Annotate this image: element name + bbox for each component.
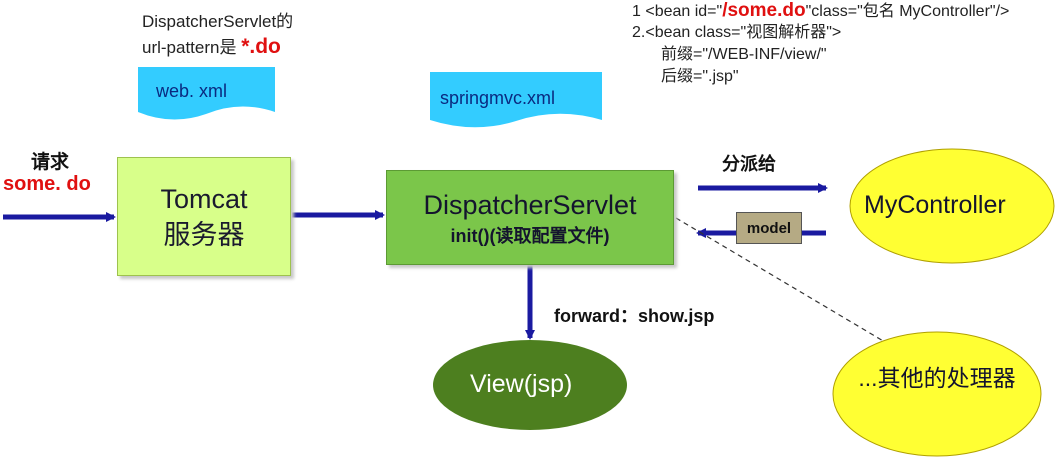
other-handler-label: ...其他的处理器: [858, 365, 1016, 391]
web-xml-note-line2: url-pattern是 *.do: [142, 35, 281, 58]
other-handler-ellipse: [832, 331, 1042, 457]
tomcat-subtitle: 服务器: [163, 219, 245, 250]
mycontroller-label: MyController: [864, 191, 1006, 219]
mycontroller-ellipse: [849, 148, 1055, 264]
model-label: model: [746, 219, 792, 237]
web-xml-note-line2-prefix: url-pattern是: [142, 38, 242, 57]
dispatcher-title: DispatcherServlet: [423, 189, 637, 220]
config-note-line1-prefix: 1 <bean id=": [632, 3, 723, 20]
tomcat-box: Tomcat 服务器: [117, 157, 291, 276]
web-xml-note-line2-highlight: *.do: [241, 35, 281, 58]
dispatch-label: 分派给: [722, 154, 776, 174]
request-url: some. do: [3, 173, 91, 195]
web-xml-note-line1: DispatcherServlet的: [142, 12, 294, 31]
config-note-line4: 后缀=".jsp": [661, 68, 739, 85]
springmvc-xml-doc-shape: [430, 72, 602, 128]
model-label-box: model: [736, 212, 802, 244]
config-note-line1-suffix: "class="包名 MyController"/>: [805, 3, 1010, 20]
request-label: 请求: [31, 152, 70, 173]
view-label: View(jsp): [470, 370, 573, 398]
forward-label: forward：show.jsp: [554, 306, 715, 326]
view-ellipse: [433, 340, 627, 430]
other-handler-dashed-line: [675, 217, 891, 346]
tomcat-title: Tomcat: [160, 183, 248, 214]
dispatcher-servlet-box: DispatcherServlet init()(读取配置文件): [386, 170, 674, 265]
config-note-line1: 1 <bean id="/some.do"class="包名 MyControl…: [632, 1, 1009, 22]
dispatcher-subtitle: init()(读取配置文件): [450, 225, 610, 246]
web-xml-doc-shape: [138, 67, 275, 120]
config-note-line3: 前缀="/WEB-INF/view/": [661, 46, 827, 63]
web-xml-label: web. xml: [156, 81, 228, 101]
config-note-line1-highlight: /some.do: [722, 0, 806, 21]
config-note-line2: 2.<bean class="视图解析器">: [632, 24, 842, 41]
springmvc-xml-label: springmvc.xml: [440, 88, 556, 108]
